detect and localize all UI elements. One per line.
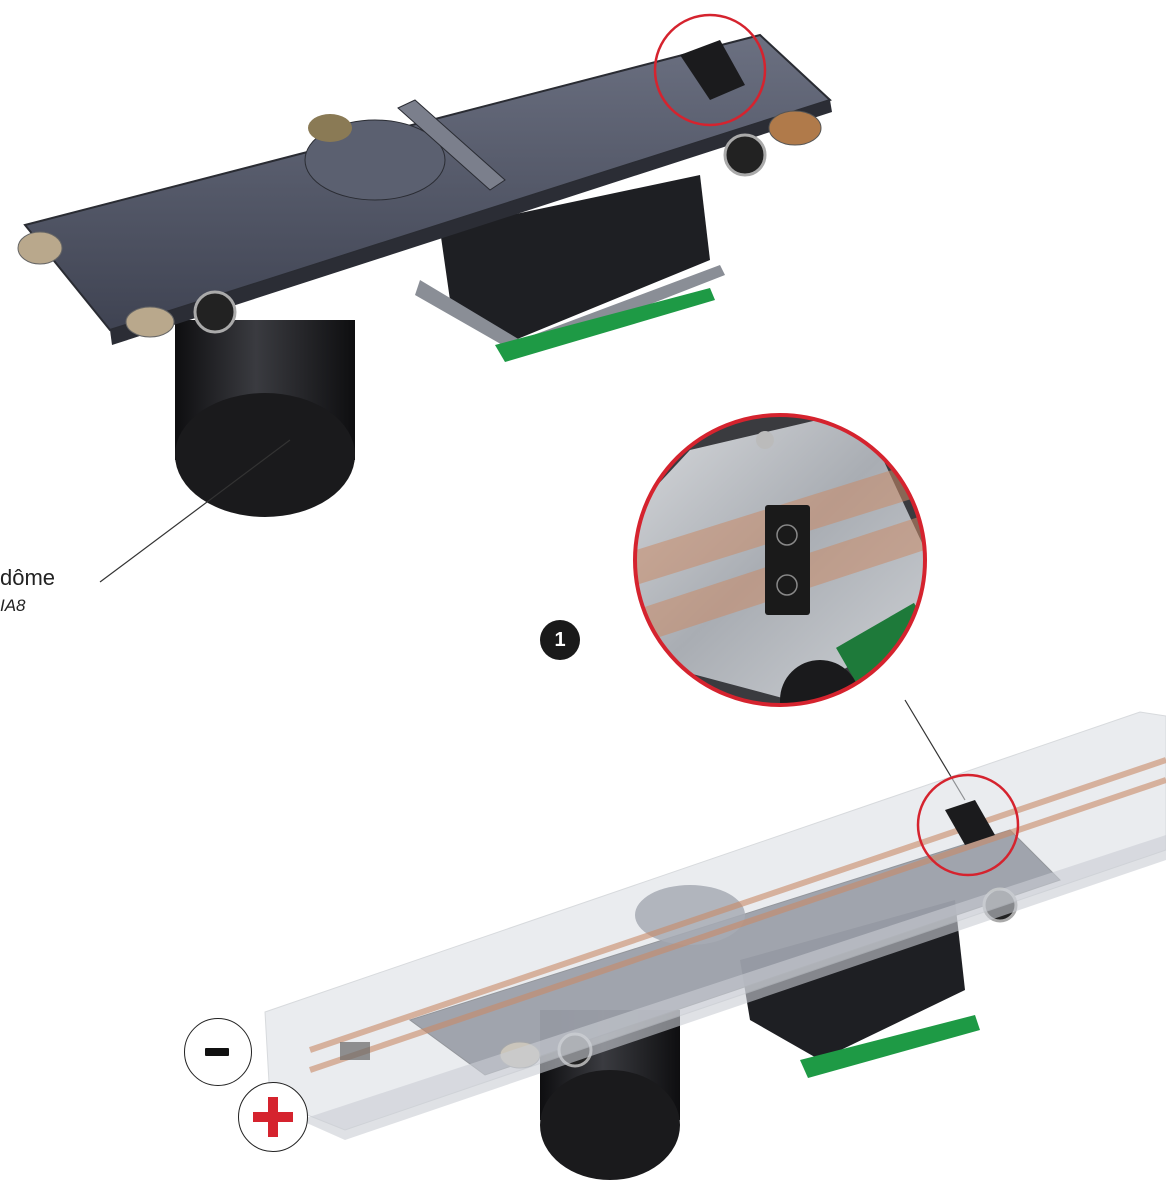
highlight-circle-bottom — [916, 773, 1020, 877]
pcb-board-top — [495, 288, 715, 362]
roller-left-top — [17, 231, 63, 265]
callout-label: dôme — [0, 565, 56, 590]
callout-code: IA8 — [0, 596, 26, 615]
plate-edge-top — [110, 100, 832, 345]
center-bracket-top — [397, 99, 506, 191]
motor-dome-top — [175, 393, 355, 517]
switch-actuator-bottom — [945, 800, 995, 845]
zoom-highlight-circle — [633, 413, 927, 707]
rail-lip — [300, 835, 1166, 1140]
pcb-board-bottom — [800, 1015, 980, 1078]
motor-dome-bottom — [540, 1070, 680, 1180]
step-number-badge: 1 — [540, 620, 580, 660]
highlight-circle-top — [653, 13, 767, 127]
rail-copper-1 — [309, 757, 1166, 1053]
bottom-assembly — [264, 711, 1166, 1180]
knob-top — [308, 114, 352, 142]
wheel-right-top — [723, 133, 767, 177]
roller-right-top — [768, 110, 822, 146]
zoom-detail — [633, 413, 927, 707]
housing-flange — [415, 265, 725, 355]
top-assembly — [17, 13, 832, 517]
plus-icon — [238, 1082, 308, 1152]
end-stop-block — [340, 1042, 370, 1060]
callout-leader — [99, 439, 291, 583]
zoom-switch — [765, 505, 810, 615]
aluminium-rail — [264, 711, 1166, 1131]
rail-copper-2 — [309, 777, 1166, 1073]
zoom-screw — [756, 431, 774, 449]
roller-back-top — [125, 306, 175, 338]
switch-actuator-top — [680, 40, 745, 100]
wheel-left-top — [193, 290, 237, 334]
minus-icon — [184, 1018, 252, 1086]
